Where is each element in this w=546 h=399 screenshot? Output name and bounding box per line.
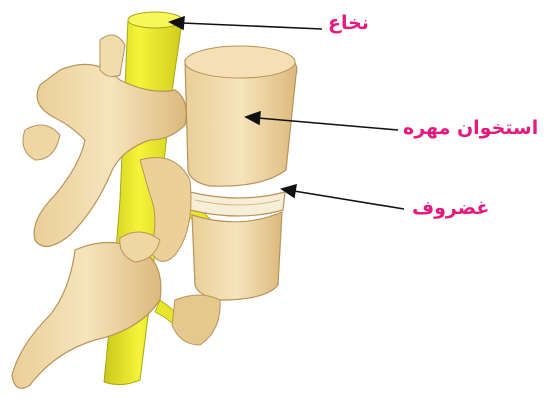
label-vertebra-bone: استخوان مهره bbox=[403, 119, 538, 138]
intervertebral-disc bbox=[190, 192, 285, 216]
arrow-disc bbox=[282, 185, 404, 209]
label-spinal-cord: نخاع bbox=[328, 14, 369, 33]
upper-vertebra-body bbox=[185, 46, 297, 186]
arrow-spinal-cord bbox=[170, 17, 322, 29]
lower-vertebra-body bbox=[192, 212, 282, 300]
label-disc-cartilage: غضروف bbox=[412, 199, 489, 218]
